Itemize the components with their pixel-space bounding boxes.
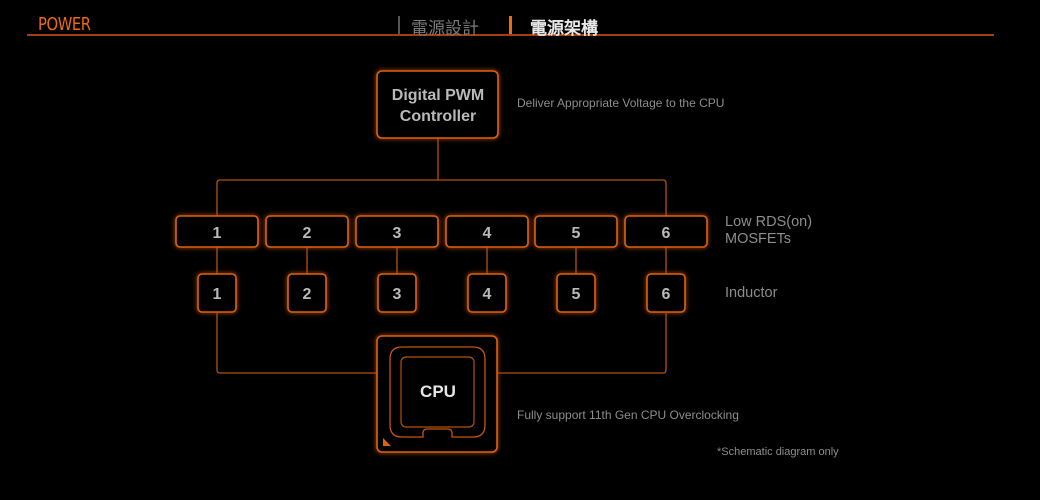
header-divider — [27, 34, 487, 36]
tab-power-architecture[interactable]: 電源架構 — [530, 19, 598, 39]
cpu-socket-outline — [389, 346, 486, 438]
connection-lines — [216, 138, 667, 374]
mosfet-box — [355, 215, 439, 248]
footnote: *Schematic diagram only — [717, 446, 839, 458]
mosfet-number: 5 — [572, 225, 581, 242]
tab-power-design[interactable]: 電源設計 — [411, 19, 479, 39]
pin1-marker-icon — [383, 438, 391, 446]
inductor-number: 4 — [483, 286, 492, 303]
mosfet-box — [175, 215, 259, 248]
controller-note: Deliver Appropriate Voltage to the CPU — [517, 96, 725, 110]
cpu-die-outline — [400, 356, 475, 428]
mosfet-number: 3 — [393, 225, 402, 242]
inductor-label: Inductor — [725, 285, 778, 301]
mosfet-box — [534, 215, 618, 248]
inductor-number: 5 — [572, 286, 581, 303]
section-title: POWER — [38, 14, 91, 35]
inductor-number: 3 — [393, 286, 402, 303]
pwm-controller-box — [376, 70, 499, 139]
inductor-number: 2 — [303, 286, 312, 303]
header-divider-right — [380, 34, 994, 36]
mosfet-box — [445, 215, 529, 248]
cpu-note: Fully support 11th Gen CPU Overclocking — [517, 408, 739, 422]
inductor-number: 6 — [662, 286, 671, 303]
inductor-number: 1 — [213, 286, 222, 303]
active-tab-indicator — [509, 16, 512, 34]
inductor-box — [197, 273, 237, 313]
inductor-box — [467, 273, 507, 313]
cpu-box — [376, 335, 498, 453]
tab-separator — [398, 16, 400, 34]
inductor-box — [646, 273, 686, 313]
inductor-box — [556, 273, 596, 313]
cpu-chip — [376, 335, 498, 453]
inductor-box — [377, 273, 417, 313]
mosfet-box — [265, 215, 349, 248]
mosfet-label-line2: MOSFETs — [725, 231, 792, 247]
inductor-box — [287, 273, 327, 313]
mosfet-box — [624, 215, 708, 248]
mosfet-label: Low RDS(on) MOSFETs — [725, 214, 812, 248]
controller-line1: Digital PWM — [392, 87, 484, 104]
controller-line2: Controller — [400, 108, 476, 125]
mosfet-label-line1: Low RDS(on) — [725, 214, 813, 230]
cpu-label: CPU — [420, 382, 456, 401]
mosfet-number: 2 — [303, 225, 312, 242]
mosfet-number: 1 — [213, 225, 222, 242]
mosfet-number: 4 — [483, 225, 492, 242]
mosfet-number: 6 — [662, 225, 671, 242]
